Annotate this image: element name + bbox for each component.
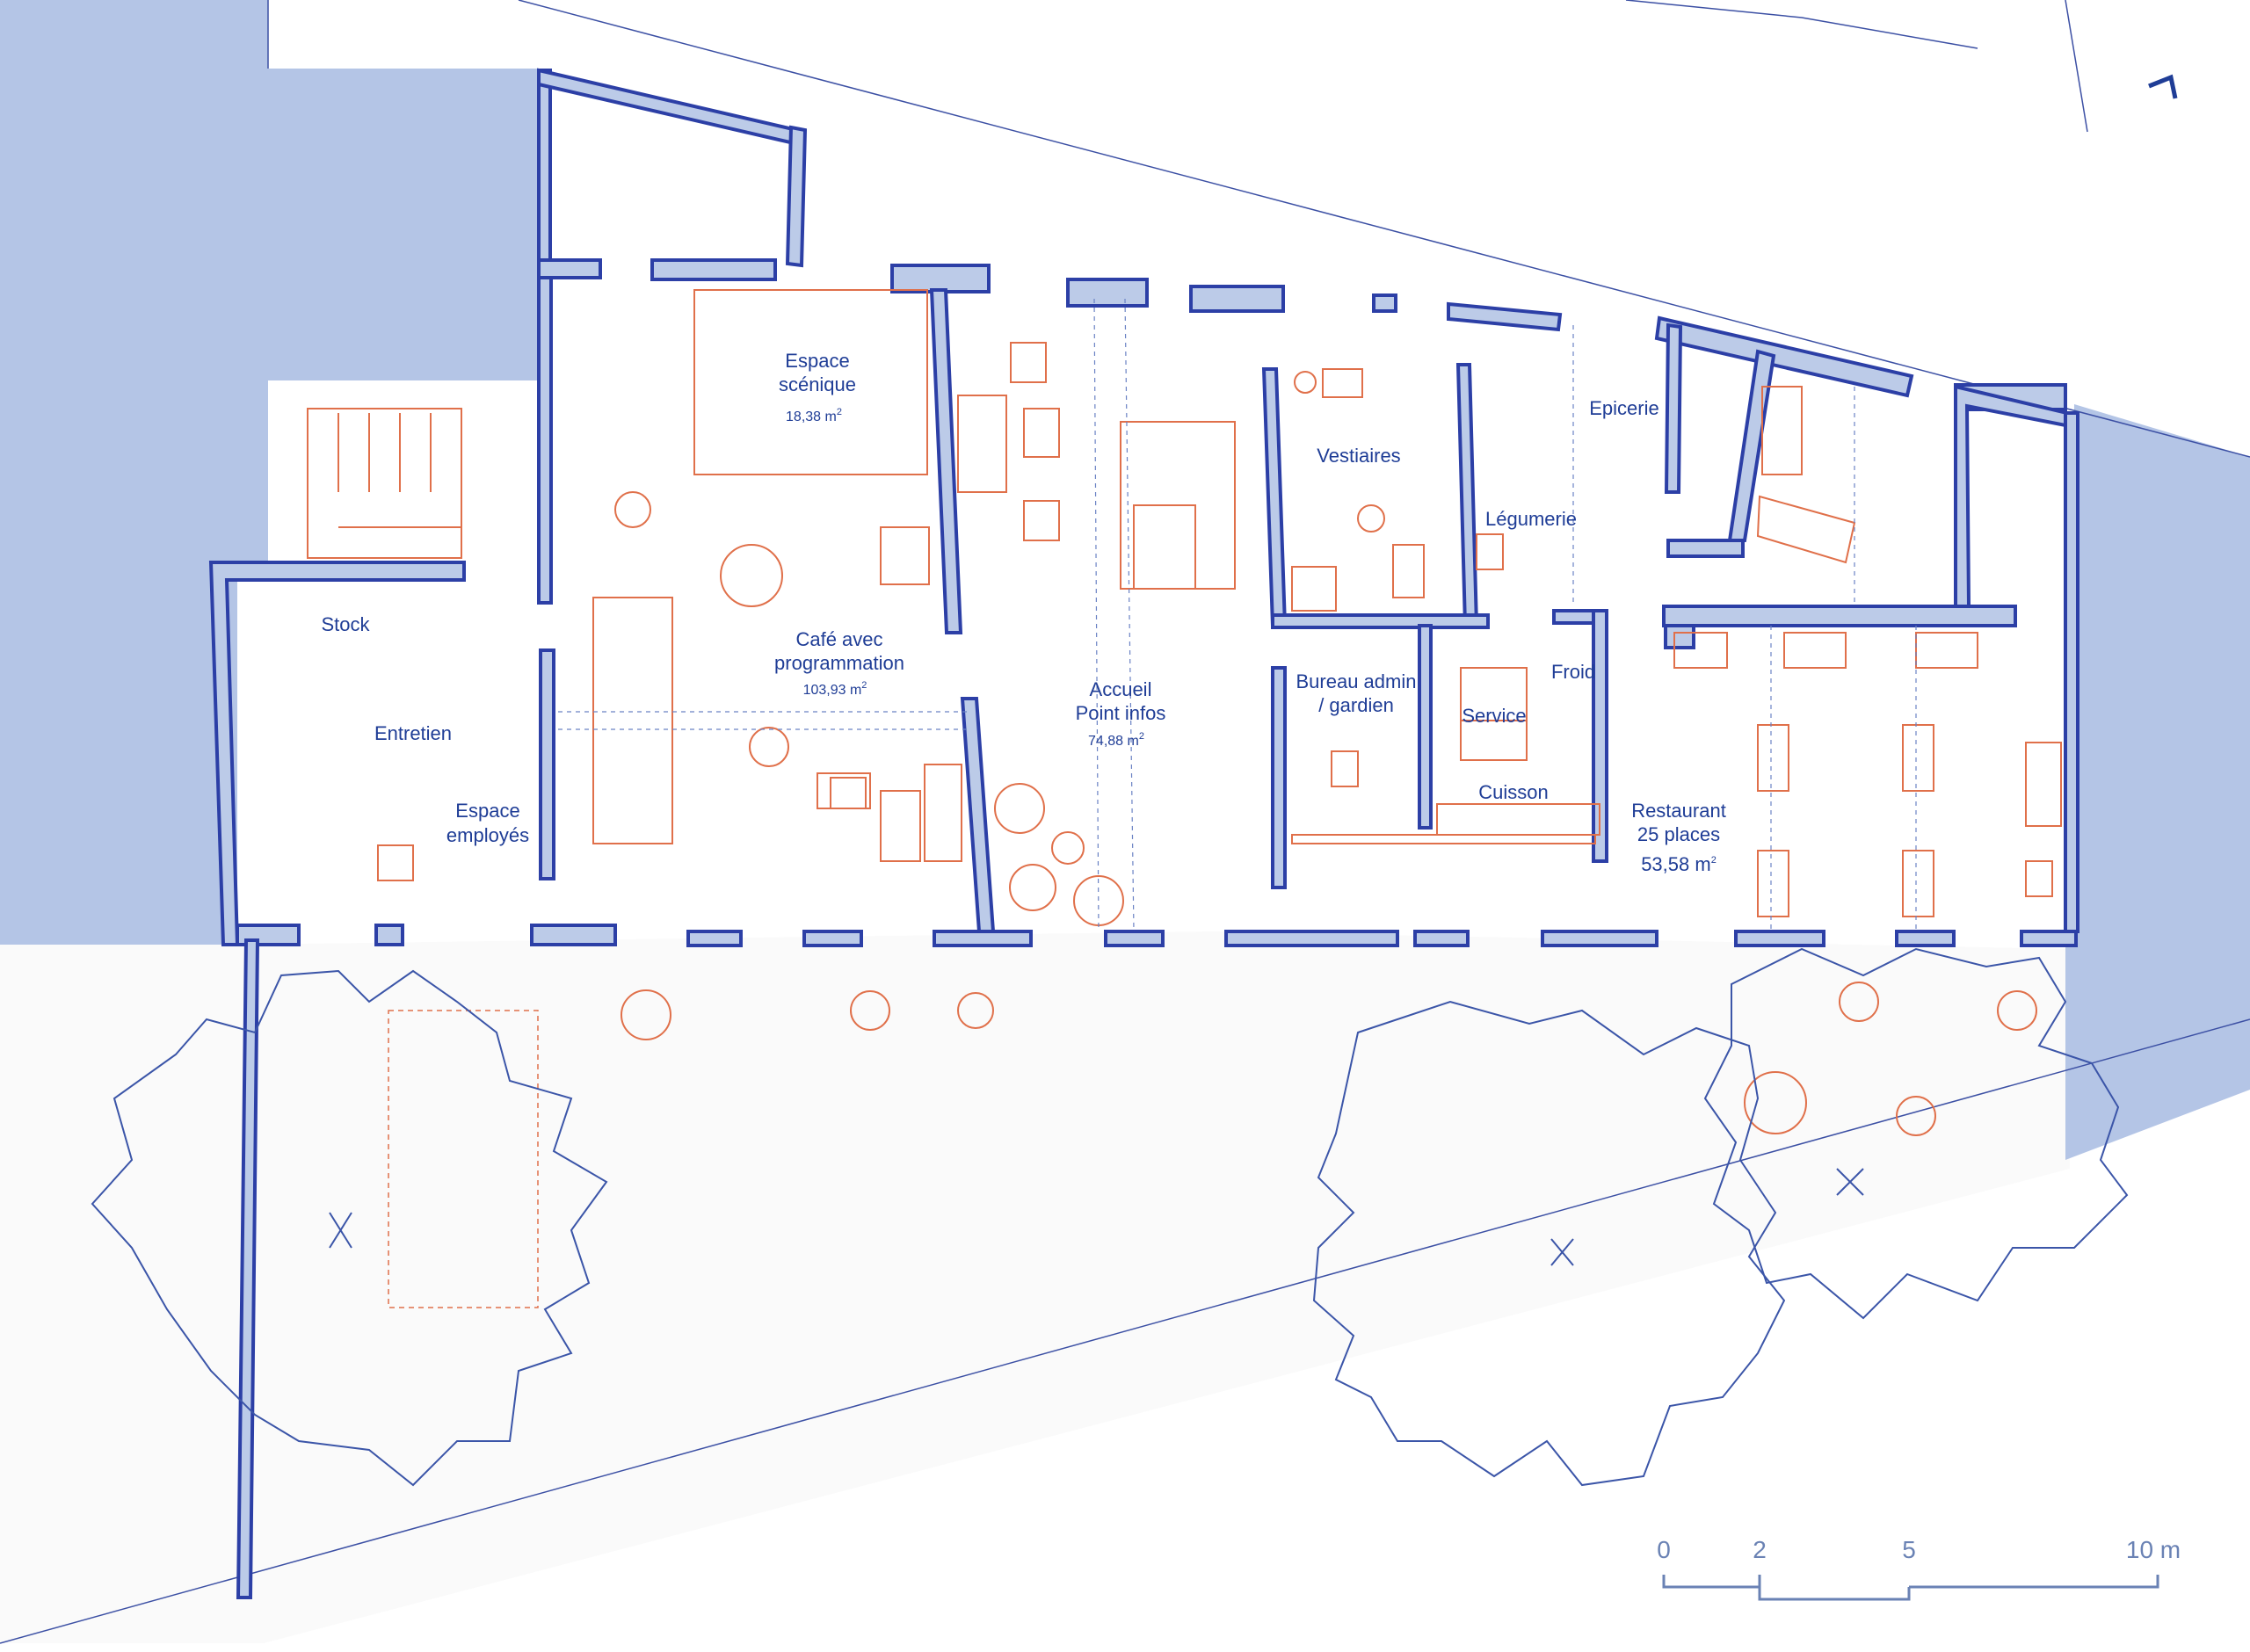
label-bureau-1: Bureau admin xyxy=(1296,670,1417,692)
label-accueil-1: Accueil xyxy=(1090,678,1152,700)
label-entretien: Entretien xyxy=(374,722,452,744)
label-espace-scenique-2: scénique xyxy=(779,373,856,395)
label-accueil-2: Point infos xyxy=(1076,702,1166,724)
label-service: Service xyxy=(1462,705,1526,727)
label-restaurant-2: 25 places xyxy=(1637,823,1720,845)
label-froid: Froid xyxy=(1551,661,1595,683)
area-restaurant: 53,58 m2 xyxy=(1641,853,1717,875)
label-bureau-2: / gardien xyxy=(1318,694,1394,716)
label-cafe-1: Café avec xyxy=(795,628,882,650)
area-accueil: 74,88 m2 xyxy=(1088,731,1144,749)
furniture xyxy=(307,289,2062,1308)
area-espace-scenique: 18,38 m2 xyxy=(786,407,842,424)
label-legumerie: Légumerie xyxy=(1485,508,1577,530)
label-espace-scenique-1: Espace xyxy=(785,350,849,372)
trees xyxy=(91,947,2129,1487)
scale-segment-1 xyxy=(1662,1575,1761,1589)
label-cafe-2: programmation xyxy=(774,652,904,674)
scale-segment-3 xyxy=(1909,1575,2159,1589)
site-ground xyxy=(0,931,2070,1643)
area-cafe: 103,93 m2 xyxy=(803,680,867,698)
scale-tick-10: 10 m xyxy=(2126,1536,2181,1563)
label-espace-employes-1: Espace xyxy=(455,800,519,822)
label-epicerie: Epicerie xyxy=(1589,397,1658,419)
scale-bar: 0 2 5 10 m xyxy=(1657,1536,2181,1601)
label-espace-employes-2: employés xyxy=(446,824,529,846)
building-walls xyxy=(208,68,2079,1599)
label-vestiaires: Vestiaires xyxy=(1317,445,1400,467)
neighbour-buildings xyxy=(0,0,2250,1160)
scale-tick-2: 2 xyxy=(1753,1536,1767,1563)
label-cuisson: Cuisson xyxy=(1478,781,1548,803)
label-stock: Stock xyxy=(321,613,370,635)
label-restaurant-1: Restaurant xyxy=(1631,800,1726,822)
scale-segment-2 xyxy=(1758,1587,1911,1601)
scale-tick-5: 5 xyxy=(1902,1536,1916,1563)
scale-tick-0: 0 xyxy=(1657,1536,1671,1563)
room-labels: Stock Entretien Espace employés Espace s… xyxy=(321,350,1725,875)
north-arrow-icon xyxy=(2148,74,2178,99)
structure-grid xyxy=(558,298,1917,932)
